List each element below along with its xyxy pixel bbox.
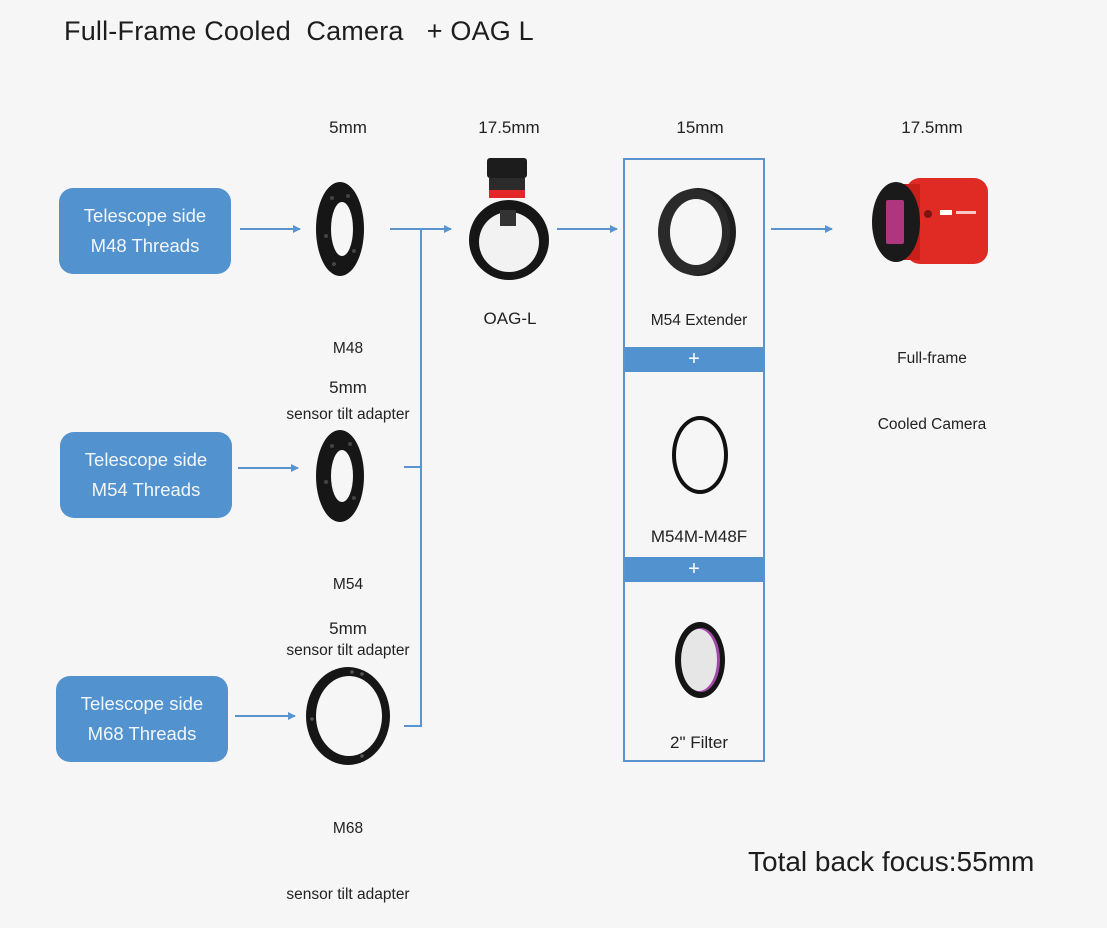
total-back-focus: Total back focus:55mm (748, 846, 1035, 877)
adapter-desc: sensor tilt adapter (286, 886, 410, 903)
extender-ring-icon (658, 188, 736, 276)
adapter-m54-label: M54 sensor tilt adapter (268, 530, 428, 684)
adapter-m68-label: M68 sensor tilt adapter (268, 774, 428, 928)
stack-thickness: 15mm (676, 118, 724, 137)
filter-icon (675, 622, 725, 698)
telescope-side-label: Telescope side (84, 449, 208, 470)
telescope-side-m54-button[interactable]: Telescope side M54 Threads (60, 432, 232, 518)
telescope-side-m48-button[interactable]: Telescope side M48 Threads (59, 188, 231, 274)
stack-item-label: 2" Filter (670, 733, 728, 752)
adapter-ring-icon (672, 416, 728, 494)
diagram-title: Full-Frame Cooled Camera + OAG L (64, 16, 534, 46)
camera-label: Full-frame Cooled Camera (862, 304, 1002, 458)
camera-thickness: 17.5mm (901, 118, 963, 137)
telescope-side-label: Telescope side (80, 693, 204, 714)
camera-label-line2: Cooled Camera (877, 416, 987, 433)
cooled-camera-icon (872, 178, 988, 264)
camera-label-line1: Full-frame (897, 350, 967, 367)
tilt-adapter-ring-icon (316, 430, 364, 522)
telescope-side-label: Telescope side (83, 205, 207, 226)
stack-item-label: M54M-M48F (650, 527, 748, 546)
adapter-m68-thickness: 5mm (329, 619, 367, 638)
adapter-name: M68 (332, 820, 364, 837)
adapter-name: M48 (332, 340, 364, 357)
thread-label: M68 Threads (87, 723, 197, 744)
adapter-desc: sensor tilt adapter (286, 642, 410, 659)
thread-label: M54 Threads (91, 479, 201, 500)
tilt-adapter-ring-icon (306, 667, 390, 765)
thread-label: M48 Threads (90, 235, 200, 256)
off-axis-guider-icon (469, 158, 549, 280)
oag-label: OAG-L (483, 309, 537, 328)
plus-separator: + (625, 557, 763, 582)
adapter-m54-thickness: 5mm (329, 378, 367, 397)
accessory-stack-box (623, 158, 765, 762)
connector-lines (235, 225, 833, 727)
adapter-m48-label: M48 sensor tilt adapter (268, 294, 428, 448)
adapter-desc: sensor tilt adapter (286, 406, 410, 423)
adapter-name: M54 (332, 576, 364, 593)
oag-thickness: 17.5mm (478, 118, 540, 137)
adapter-m48-thickness: 5mm (329, 118, 367, 137)
tilt-adapter-ring-icon (316, 182, 364, 276)
telescope-side-m68-button[interactable]: Telescope side M68 Threads (56, 676, 228, 762)
stack-item-label: M54 Extender (650, 312, 748, 329)
plus-separator: + (625, 347, 763, 372)
